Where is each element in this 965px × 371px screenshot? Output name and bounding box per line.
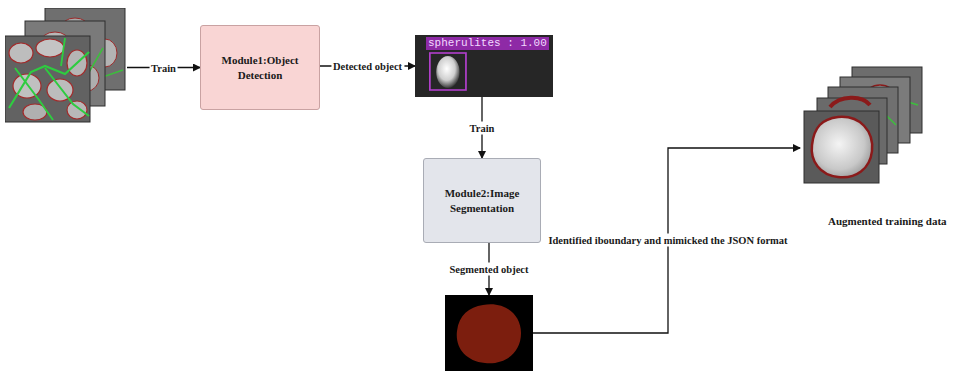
edge-label: Identified iboundary and mimicked the JS… [546, 234, 789, 247]
edge-label: Train [149, 61, 178, 74]
process-box: Module2:Image Segmentation [423, 158, 541, 243]
micrograph-stack [5, 8, 127, 123]
mask-ground [445, 295, 533, 371]
box-label: Module2:Image Segmentation [432, 186, 532, 216]
image-caption: Augmented training data [828, 215, 947, 227]
segmentation-mask [445, 295, 533, 371]
bounding-box [430, 53, 466, 90]
detection-label: spherulites : 1.00 [426, 37, 549, 50]
segmented-blob [457, 304, 521, 363]
segmentation-image [445, 295, 533, 371]
detection-image: spherulites : 1.00 [415, 35, 553, 97]
arrow-connector [533, 148, 800, 333]
augmented-stack [800, 65, 925, 185]
spherulite [436, 56, 459, 88]
edge-label: Segmented object [447, 263, 530, 276]
image-ground [415, 35, 553, 97]
image-stack [5, 8, 127, 123]
edge-label: Train [468, 121, 497, 134]
front-micrograph [5, 36, 90, 122]
box-label: Module1:Object Detection [209, 53, 311, 83]
augmented-stack: Augmented training data [800, 65, 925, 185]
process-box: Module1:Object Detection [200, 25, 320, 110]
front-image [804, 111, 879, 183]
edge-label: Detected object [331, 60, 404, 73]
